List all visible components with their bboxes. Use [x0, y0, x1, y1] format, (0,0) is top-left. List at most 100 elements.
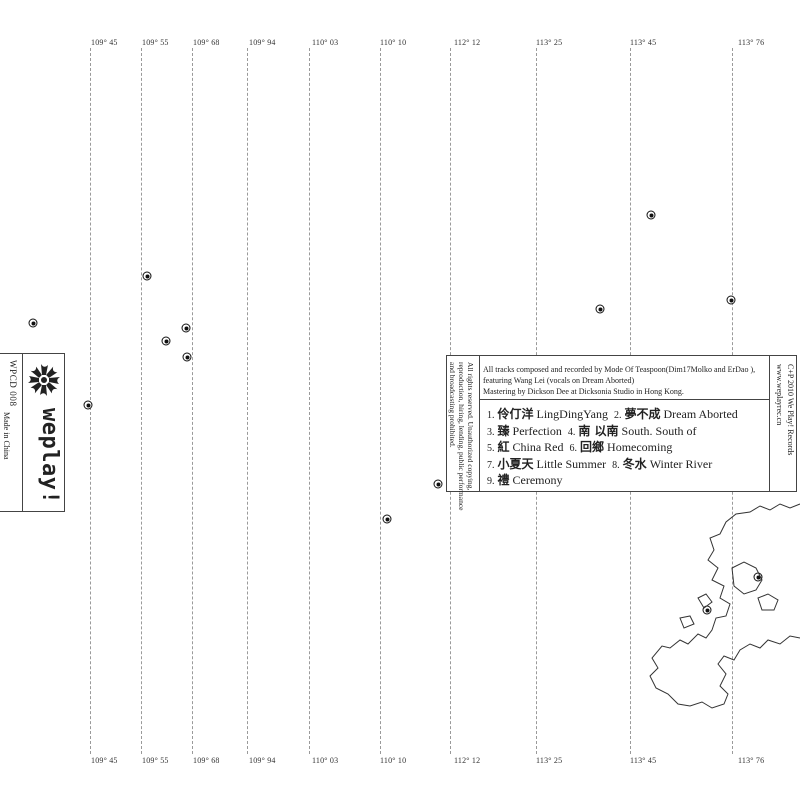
location-dot-icon [646, 210, 656, 220]
track-number: 9. [487, 476, 495, 487]
track-title-english: Dream Aborted [663, 407, 738, 421]
track-title-english: Little Summer [536, 456, 607, 471]
track-title-english: Ceremony [512, 473, 563, 487]
credits-block: All tracks composed and recorded by Mode… [483, 364, 768, 397]
track-title-chinese: 夢不成 [624, 407, 661, 421]
meridian-line [309, 48, 310, 754]
track-title-english: China Red [512, 440, 564, 454]
credits-divider [479, 399, 769, 400]
spine-divider [22, 354, 23, 511]
location-dot-icon [433, 479, 443, 489]
credits-line: All tracks composed and recorded by Mode… [483, 365, 756, 374]
longitude-label-top: 109° 68 [193, 38, 220, 47]
longitude-label-bottom: 109° 94 [249, 756, 276, 765]
rights-line: and broadcasting prohibited. [448, 362, 457, 448]
location-dot-icon [181, 323, 191, 333]
track-title-english: Perfection [512, 423, 562, 438]
longitude-label-bottom: 113° 45 [630, 756, 657, 765]
right-divider [769, 356, 770, 491]
rights-line: All rights reserved. Unauthorized copyin… [466, 362, 475, 491]
longitude-label-top: 113° 45 [630, 38, 657, 47]
meridian-line [141, 48, 142, 754]
longitude-label-top: 109° 45 [91, 38, 118, 47]
brand-logotype: weplay! [37, 408, 62, 505]
longitude-label-top: 109° 94 [249, 38, 276, 47]
track-number: 4. [567, 426, 576, 438]
location-dot-icon [382, 514, 392, 524]
longitude-label-top: 110° 10 [380, 38, 407, 47]
location-dot-icon [595, 304, 605, 314]
sunburst-logo-icon [28, 364, 60, 396]
longitude-label-top: 112° 12 [454, 38, 481, 47]
track-title-chinese: 紅 [497, 440, 510, 454]
label-info: C+P 2010 We Play! Records www.weplayrec.… [774, 364, 796, 455]
longitude-label-bottom: 113° 76 [738, 756, 765, 765]
longitude-label-bottom: 109° 68 [193, 756, 220, 765]
track-number: 6. [569, 443, 578, 454]
track-title-english: LingDingYang [536, 407, 608, 421]
track-title-chinese: 臻 [497, 423, 510, 438]
track-number: 2. [613, 410, 622, 421]
track-number: 7. [487, 459, 495, 471]
location-dot-icon [142, 271, 152, 281]
location-dot-icon [726, 295, 736, 305]
track-title-chinese: 禮 [497, 473, 510, 487]
track-number: 3. [487, 426, 495, 438]
track-number: 5. [487, 443, 495, 454]
track-title-chinese: 伶仃洋 [497, 407, 534, 421]
location-dot-icon [28, 318, 38, 328]
track-number: 1. [487, 410, 495, 421]
coastline-outline [649, 503, 800, 709]
copyright-line: C+P 2010 We Play! Records [786, 364, 795, 456]
meridian-line [192, 48, 193, 754]
back-cover-panel: All rights reserved. Unauthorized copyin… [446, 355, 797, 511]
longitude-label-bottom: 110° 03 [312, 756, 339, 765]
rights-line: reproduction, hiring, lending, public pe… [457, 362, 466, 511]
longitude-label-bottom: 113° 25 [536, 756, 563, 765]
longitude-label-bottom: 109° 55 [142, 756, 169, 765]
label-website: www.weplayrec.cn [775, 364, 784, 426]
location-dot-icon [83, 400, 93, 410]
longitude-label-top: 109° 55 [142, 38, 169, 47]
track-number: 8. [612, 459, 620, 471]
credits-line: Mastering by Dickson Dee at Dicksonia St… [483, 387, 684, 396]
meridian-line [247, 48, 248, 754]
cd-spine-panel: WPCD 008 Made in China weplay! [0, 353, 65, 512]
track-title-english: Winter River [649, 456, 713, 471]
longitude-label-bottom: 112° 12 [454, 756, 481, 765]
longitude-label-bottom: 110° 10 [380, 756, 407, 765]
track-title-english: Homecoming [607, 440, 673, 454]
longitude-label-top: 113° 76 [738, 38, 765, 47]
credits-line: featuring Wang Lei (vocals on Dream Abor… [483, 376, 635, 385]
catalog-number: WPCD 008 [8, 360, 18, 407]
track-title-chinese: 南 以南 [578, 423, 619, 438]
longitude-label-top: 113° 25 [536, 38, 563, 47]
track-title-chinese: 冬水 [622, 456, 647, 471]
location-dot-icon [182, 352, 192, 362]
location-dot-icon [161, 336, 171, 346]
longitude-label-top: 110° 03 [312, 38, 339, 47]
track-title-english: South. South of [621, 423, 697, 438]
track-title-chinese: 小夏天 [497, 456, 534, 471]
left-divider [479, 356, 480, 491]
made-in-text: Made in China [2, 412, 11, 460]
rights-notice: All rights reserved. Unauthorized copyin… [448, 362, 475, 511]
track-title-chinese: 回鄉 [580, 440, 605, 454]
meridian-line [380, 48, 381, 754]
longitude-label-bottom: 109° 45 [91, 756, 118, 765]
